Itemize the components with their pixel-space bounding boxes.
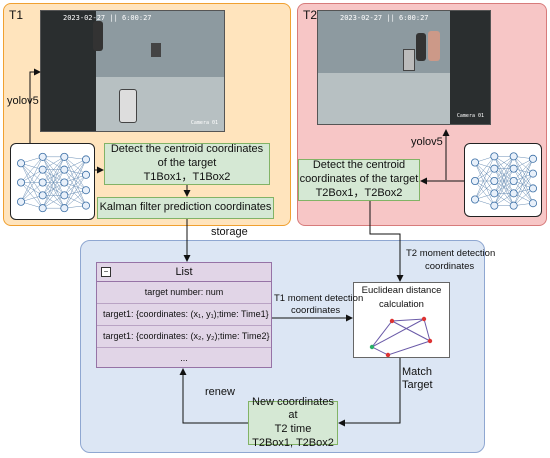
euclid-line2: calculation [379, 299, 424, 310]
nn-node [509, 177, 518, 186]
list-title: List [175, 266, 193, 278]
nn-node [82, 155, 91, 164]
list-row: target1: {coordinates: (x₂, y₂);time: Ti… [97, 326, 271, 348]
t2-camera-label: Camera 01 [456, 113, 484, 119]
new-coords-line1: New coordinates at [252, 395, 334, 422]
nn-node [60, 178, 69, 187]
match-label-1: Match [402, 366, 432, 378]
nn-node [17, 159, 25, 168]
collapse-icon[interactable]: − [101, 267, 111, 277]
nn-node [471, 195, 479, 204]
nn-node [38, 204, 47, 213]
t2-detect-line1: Detect the centroid [312, 159, 406, 172]
nn-node [82, 170, 91, 179]
t2-title: T2 [303, 8, 318, 22]
nn-node [529, 154, 538, 163]
storage-label: storage [211, 226, 248, 238]
nn-node [490, 152, 499, 161]
nn-node [38, 178, 47, 187]
t2-camera-image: 2023-02-27 || 6:00:27 Camera 01 [317, 10, 491, 125]
nn-node [509, 164, 518, 173]
new-coords-line3: T2Box1, T2Box2 [252, 436, 334, 449]
nn-node [38, 152, 47, 161]
new-coordinates-box: New coordinates at T2 time T2Box1, T2Box… [248, 396, 338, 449]
nn-node [529, 199, 538, 208]
distance-graph-icon [369, 316, 433, 358]
t1-neural-network-icon [10, 143, 95, 220]
nn-node [490, 177, 499, 186]
t1-yolo-label: yolov5 [7, 95, 39, 107]
nn-node [529, 169, 538, 178]
nn-node [60, 165, 69, 174]
nn-node [529, 184, 538, 193]
nn-node [82, 201, 91, 210]
t1-moment-label-1: T1 moment detection [274, 293, 364, 304]
nn-node [17, 197, 25, 206]
t1-camera-label: Camera 01 [190, 120, 218, 126]
target-list: − List target number: num target1: {coor… [96, 262, 272, 368]
nn-node [60, 191, 69, 200]
kalman-filter-box: Kalman filter prediction coordinates [97, 197, 274, 219]
euclidean-distance-box: Euclidean distance calculation [353, 282, 450, 358]
t1-detect-box: Detect the centroid coordinates of the t… [104, 143, 270, 185]
t2-detect-line3: T2Box1，T2Box2 [315, 186, 403, 199]
nn-node [509, 201, 518, 210]
nn-node [509, 152, 518, 161]
nn-node [38, 165, 47, 174]
t2-camera-timestamp: 2023-02-27 || 6:00:27 [340, 14, 429, 22]
t1-detect-line2: of the target [157, 157, 217, 170]
nn-node [490, 189, 499, 198]
nn-node [17, 178, 25, 187]
nn-node [82, 186, 91, 195]
t2-detect-box: Detect the centroid coordinates of the t… [298, 159, 420, 201]
euclid-line1: Euclidean distance [361, 285, 442, 296]
list-row: target1: {coordinates: (x₁, y₁);time: Ti… [97, 304, 271, 326]
t1-camera-timestamp: 2023-02-27 || 6:00:27 [63, 14, 152, 22]
t1-detect-line1: Detect the centroid coordinates [110, 143, 264, 156]
t2-neural-network-icon [464, 143, 542, 217]
t2-moment-label-2: coordinates [425, 261, 475, 272]
new-coords-line2: T2 time [274, 423, 312, 435]
list-row: ... [180, 353, 188, 363]
t1-detect-line3: T1Box1，T1Box2 [143, 170, 231, 183]
t1-title: T1 [9, 8, 24, 22]
nn-node [490, 164, 499, 173]
nn-node [471, 158, 479, 167]
nn-node [38, 191, 47, 200]
t1-camera-image: 2023-02-27 || 6:00:27 Camera 01 [40, 10, 225, 132]
nn-node [490, 201, 499, 210]
match-label-2: Target [402, 379, 433, 391]
renew-label: renew [205, 386, 235, 398]
list-row: target number: num [97, 282, 271, 304]
t2-detect-line2: coordinates of the target [299, 173, 419, 186]
t2-yolo-label: yolov5 [411, 136, 443, 148]
list-header: − List [97, 263, 271, 282]
t2-moment-label-1: T2 moment detection [406, 248, 496, 259]
nn-node [509, 189, 518, 198]
kalman-label: Kalman filter prediction coordinates [99, 201, 272, 214]
nn-node [60, 204, 69, 213]
nn-node [471, 177, 479, 186]
nn-node [60, 152, 69, 161]
t1-moment-label-2: coordinates [291, 305, 341, 316]
